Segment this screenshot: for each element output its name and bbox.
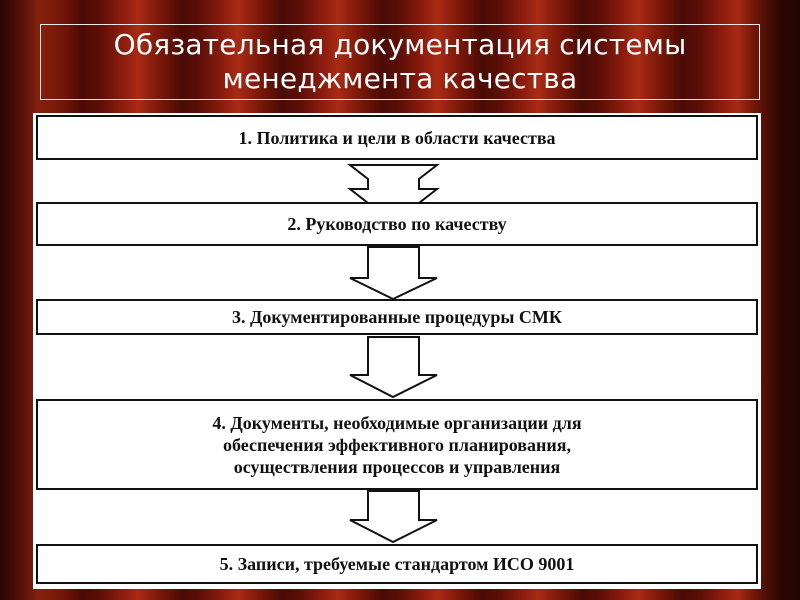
double-arrow-1-2: [347, 164, 440, 204]
flowchart-panel: 1. Политика и цели в области качества 2.…: [33, 113, 761, 589]
flow-box-4: 4. Документы, необходимые организации дл…: [36, 399, 758, 490]
flow-box-2: 2. Руководство по качеству: [36, 202, 758, 246]
down-arrow-3-4: [349, 336, 438, 399]
down-arrow-2-3: [349, 246, 438, 301]
flow-box-3-label: 3. Документированные процедуры СМК: [232, 307, 562, 327]
flow-box-5-label: 5. Записи, требуемые стандартом ИСО 9001: [219, 554, 575, 574]
down-arrow-4-5: [349, 490, 438, 544]
slide-title-box: Обязательная документация системы менедж…: [40, 24, 760, 100]
flow-box-4-label: 4. Документы, необходимые организации дл…: [212, 412, 582, 477]
flow-box-1-label: 1. Политика и цели в области качества: [238, 127, 556, 148]
flow-box-5: 5. Записи, требуемые стандартом ИСО 9001: [36, 544, 758, 584]
flow-box-3: 3. Документированные процедуры СМК: [36, 299, 758, 335]
slide-title: Обязательная документация системы менедж…: [113, 28, 687, 95]
flow-box-1: 1. Политика и цели в области качества: [36, 115, 758, 160]
flowchart-connectors: [347, 164, 440, 544]
flow-box-2-label: 2. Руководство по качеству: [287, 214, 507, 234]
